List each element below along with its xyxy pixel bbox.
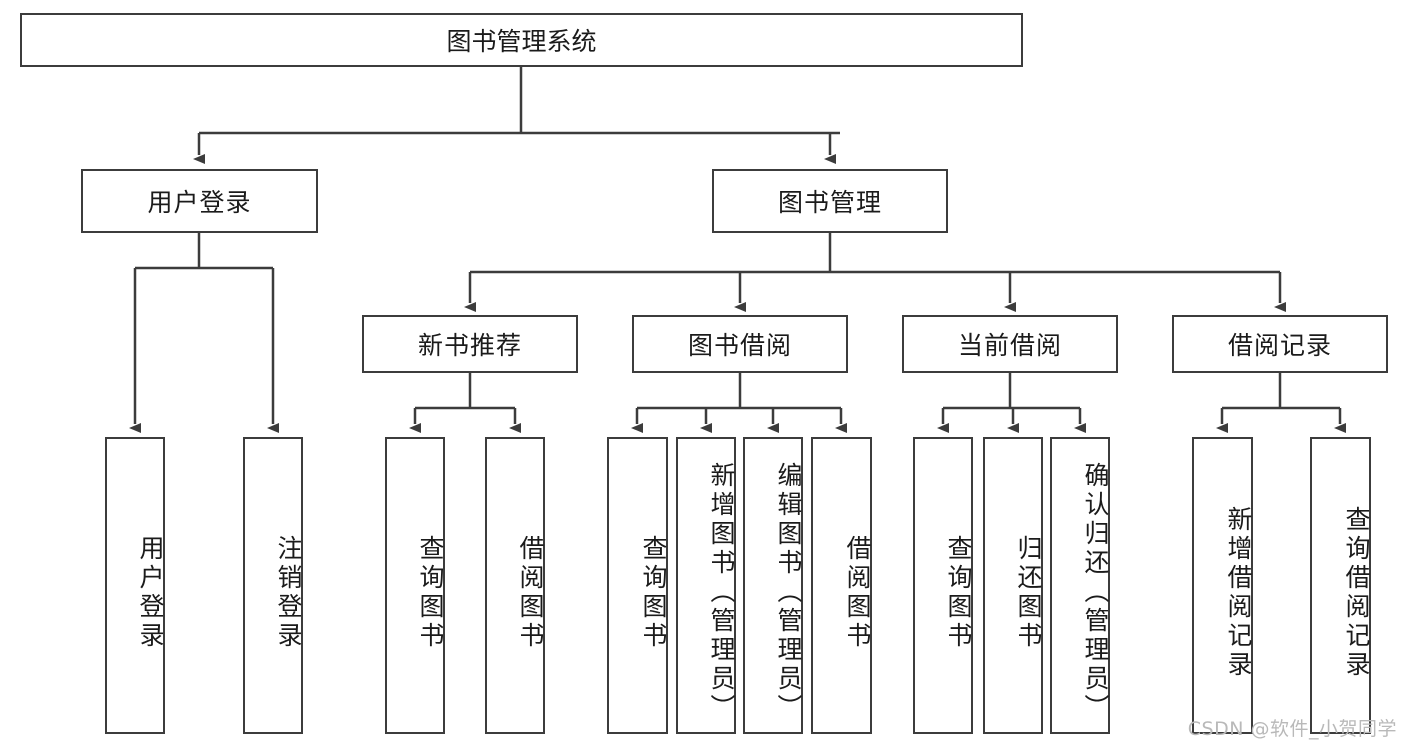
node-leaf-user-login-label: 用户登录: [136, 534, 165, 651]
node-leaf-user-logout-label: 注销登录: [274, 534, 303, 651]
node-leaf-add-borrow-record[interactable]: 新增借阅记录: [1192, 437, 1253, 734]
node-leaf-query-borrow-record-label: 查询借阅记录: [1342, 505, 1371, 680]
node-borrow-record-label: 借阅记录: [1227, 331, 1332, 360]
node-leaf-query-book-3[interactable]: 查询图书: [913, 437, 973, 734]
node-leaf-add-borrow-record-label: 新增借阅记录: [1224, 505, 1253, 680]
node-leaf-query-book-2[interactable]: 查询图书: [607, 437, 668, 734]
node-root[interactable]: 图书管理系统: [20, 13, 1023, 67]
node-current-borrow[interactable]: 当前借阅: [902, 315, 1118, 373]
node-book-borrow-label: 图书借阅: [687, 331, 792, 360]
node-book-manage[interactable]: 图书管理: [712, 169, 948, 233]
node-leaf-edit-book-admin-label: 编辑图书（管理员）: [774, 462, 803, 723]
node-leaf-query-borrow-record[interactable]: 查询借阅记录: [1310, 437, 1371, 734]
node-leaf-return-book[interactable]: 归还图书: [983, 437, 1043, 734]
node-leaf-borrow-book-2-label: 借阅图书: [843, 534, 872, 651]
node-root-label: 图书管理系统: [446, 27, 597, 56]
node-leaf-user-login[interactable]: 用户登录: [105, 437, 165, 734]
node-user-login-label: 用户登录: [147, 188, 252, 217]
node-new-book-recommend-label: 新书推荐: [417, 331, 522, 360]
node-new-book-recommend[interactable]: 新书推荐: [362, 315, 578, 373]
node-leaf-edit-book-admin[interactable]: 编辑图书（管理员）: [743, 437, 803, 734]
node-book-borrow[interactable]: 图书借阅: [632, 315, 848, 373]
node-leaf-return-book-label: 归还图书: [1014, 534, 1043, 651]
node-book-manage-label: 图书管理: [777, 188, 882, 217]
node-leaf-query-book-3-label: 查询图书: [944, 534, 973, 651]
node-leaf-query-book-1[interactable]: 查询图书: [385, 437, 445, 734]
csdn-watermark: CSDN @软件_小贺同学: [1187, 718, 1397, 740]
node-leaf-confirm-return-admin[interactable]: 确认归还（管理员）: [1050, 437, 1110, 734]
node-leaf-add-book-admin-label: 新增图书（管理员）: [707, 462, 736, 723]
node-leaf-query-book-1-label: 查询图书: [416, 534, 445, 651]
node-leaf-borrow-book-1-label: 借阅图书: [516, 534, 545, 651]
node-user-login[interactable]: 用户登录: [81, 169, 318, 233]
node-leaf-borrow-book-1[interactable]: 借阅图书: [485, 437, 545, 734]
node-leaf-confirm-return-admin-label: 确认归还（管理员）: [1081, 462, 1110, 723]
node-borrow-record[interactable]: 借阅记录: [1172, 315, 1388, 373]
node-leaf-user-logout[interactable]: 注销登录: [243, 437, 303, 734]
node-leaf-borrow-book-2[interactable]: 借阅图书: [811, 437, 872, 734]
node-leaf-add-book-admin[interactable]: 新增图书（管理员）: [676, 437, 736, 734]
node-current-borrow-label: 当前借阅: [957, 331, 1062, 360]
node-leaf-query-book-2-label: 查询图书: [639, 534, 668, 651]
